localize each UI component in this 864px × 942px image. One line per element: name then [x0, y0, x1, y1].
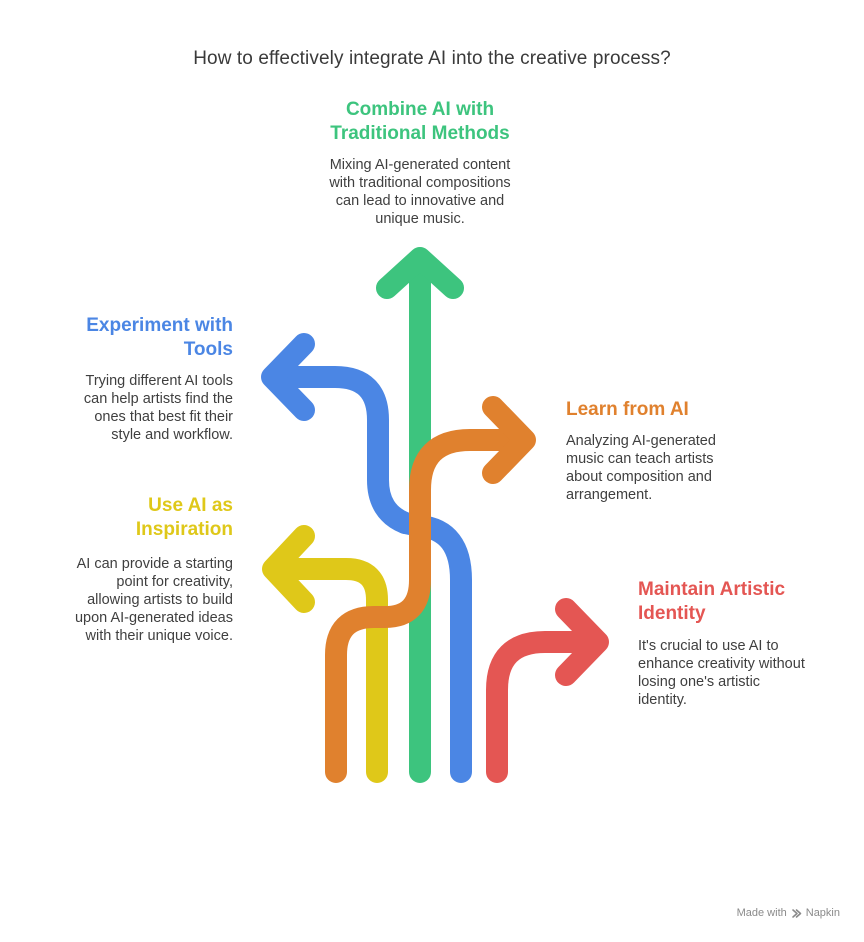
- napkin-logo-icon: [791, 908, 802, 918]
- arrow-inspiration: [265, 558, 388, 783]
- arrowhead-learn: [482, 396, 536, 484]
- arrowhead-experiment: [261, 333, 315, 421]
- identity-description: It's crucial to use AI to enhance creati…: [638, 638, 805, 708]
- learn-description: Analyzing AI-generated music can teach a…: [566, 433, 716, 503]
- identity-heading: Maintain Artistic Identity: [638, 579, 786, 624]
- inspiration-description: AI can provide a starting point for crea…: [74, 556, 233, 644]
- arrow-identity: [486, 631, 605, 783]
- arrowhead-combine: [376, 247, 464, 299]
- arrow-experiment-upper: [265, 366, 416, 534]
- experiment-heading: Experiment with Tools: [86, 315, 233, 360]
- footer-brand: Napkin: [805, 907, 840, 919]
- arrowhead-inspiration: [262, 525, 315, 613]
- inspiration-heading: Use AI as Inspiration: [135, 495, 233, 540]
- experiment-description: Trying different AI tools can help artis…: [83, 373, 233, 443]
- arrow-learn: [325, 429, 533, 783]
- page-title: How to effectively integrate AI into the…: [193, 48, 671, 69]
- footer-made-with: Made with: [736, 907, 787, 919]
- learn-heading: Learn from AI: [566, 399, 689, 420]
- footer-attribution: Made with Napkin: [737, 907, 840, 919]
- combine-description: Mixing AI-generated content with traditi…: [329, 157, 511, 227]
- arrowhead-identity: [555, 598, 609, 686]
- combine-heading: Combine AI with Traditional Methods: [330, 99, 510, 144]
